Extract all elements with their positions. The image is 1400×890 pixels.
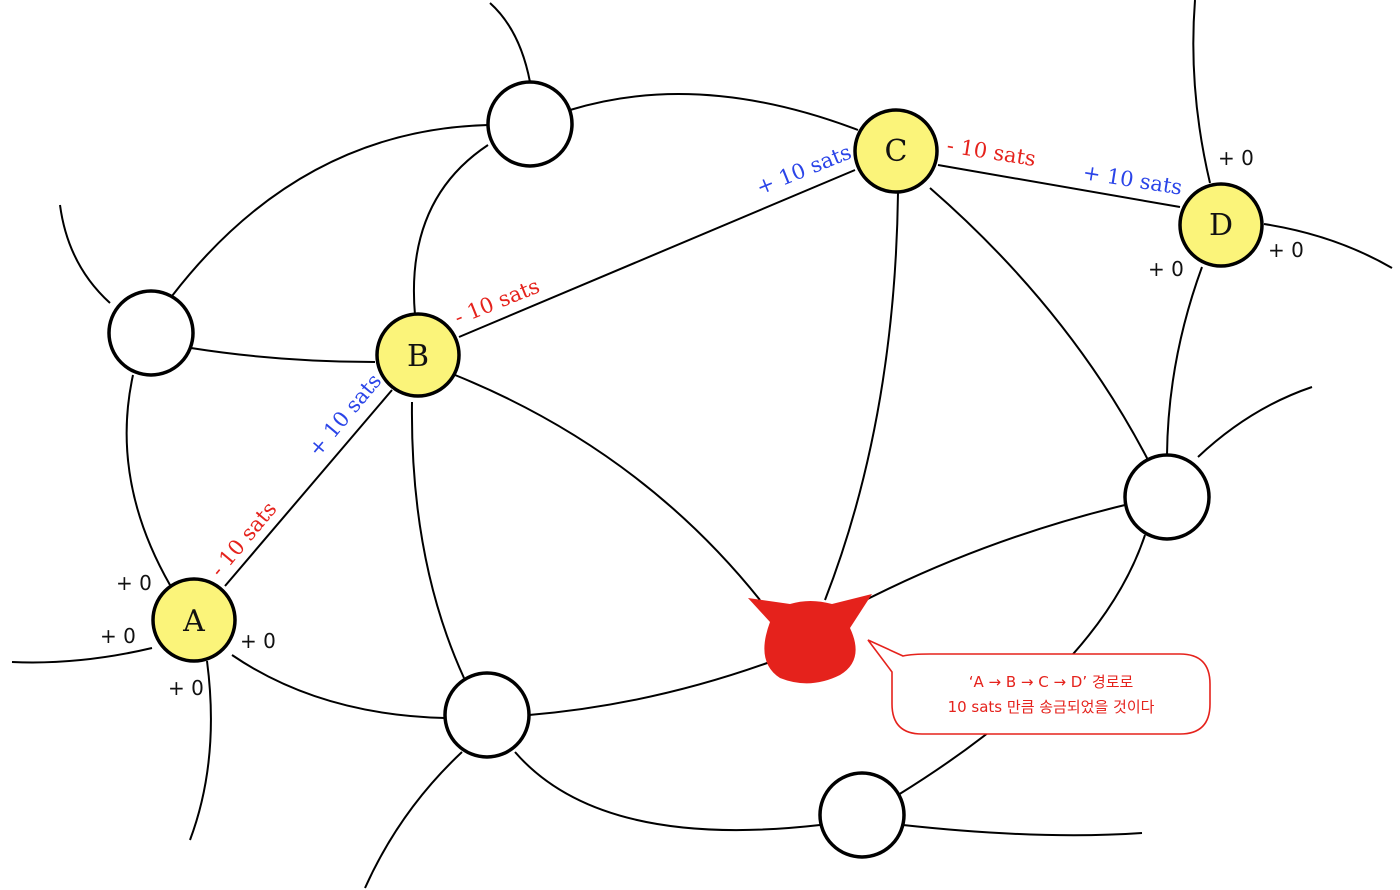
zero-labels: + 0 + 0 + 0 + 0 + 0 + 0 + 0	[100, 146, 1304, 700]
zero-label: + 0	[1148, 257, 1184, 281]
zero-label: + 0	[100, 624, 136, 648]
speech-bubble-outline	[867, 639, 1211, 735]
flow-label-b-in: + 10 sats	[303, 369, 386, 461]
speech-bubble-line-2: 10 sats 만큼 송금되었을 것이다	[948, 698, 1155, 716]
node-d-label: D	[1209, 208, 1233, 243]
zero-label: + 0	[240, 629, 276, 653]
flow-label-c-out: - 10 sats	[945, 133, 1037, 171]
edge	[1166, 266, 1203, 456]
edge	[937, 164, 1181, 208]
zero-label: + 0	[116, 571, 152, 595]
node-c-label: C	[885, 134, 908, 169]
edge	[171, 124, 489, 297]
empty-nodes	[107, 80, 1211, 859]
edge	[1263, 223, 1393, 269]
flow-labels: - 10 sats + 10 sats - 10 sats + 10 sats …	[205, 133, 1183, 581]
flow-label-d-in: + 10 sats	[1081, 160, 1184, 199]
node-d: D	[1178, 182, 1264, 268]
node-c: C	[853, 108, 939, 194]
edge	[412, 144, 489, 316]
edge	[902, 824, 1143, 837]
edge	[189, 660, 212, 841]
cat-head-icon	[748, 594, 872, 684]
node-b-label: B	[407, 339, 429, 374]
edge	[1197, 386, 1313, 458]
empty-node	[443, 671, 531, 759]
edge	[364, 751, 463, 889]
edge	[190, 347, 376, 363]
edge	[231, 654, 446, 719]
empty-node	[818, 771, 906, 859]
edge	[514, 751, 821, 832]
speech-bubble-line-1: ‘A → B → C → D’ 경로로	[969, 673, 1134, 691]
edge	[11, 647, 153, 664]
edge	[929, 187, 1149, 461]
edge	[824, 192, 899, 601]
edge	[410, 401, 465, 679]
speech-bubble: ‘A → B → C → D’ 경로로 10 sats 만큼 송금되었을 것이다	[867, 639, 1211, 735]
highlighted-nodes: A B C D	[151, 108, 1264, 663]
empty-node	[107, 289, 195, 377]
edge	[489, 2, 531, 83]
edge	[224, 389, 393, 587]
zero-label: + 0	[1218, 146, 1254, 170]
node-a-label: A	[182, 604, 205, 639]
node-a: A	[151, 577, 237, 663]
zero-label: + 0	[168, 676, 204, 700]
zero-label: + 0	[1268, 238, 1304, 262]
edge	[528, 661, 771, 716]
flow-label-a-out: - 10 sats	[205, 497, 281, 581]
empty-node	[486, 80, 574, 168]
edge	[1192, 0, 1211, 184]
edge	[849, 504, 1126, 609]
empty-node	[1123, 453, 1211, 541]
node-b: B	[375, 312, 461, 398]
edge	[59, 204, 111, 304]
edge	[458, 169, 856, 338]
edge	[569, 93, 859, 131]
edge	[454, 374, 761, 601]
network-edges	[11, 0, 1393, 889]
edge	[125, 374, 171, 586]
